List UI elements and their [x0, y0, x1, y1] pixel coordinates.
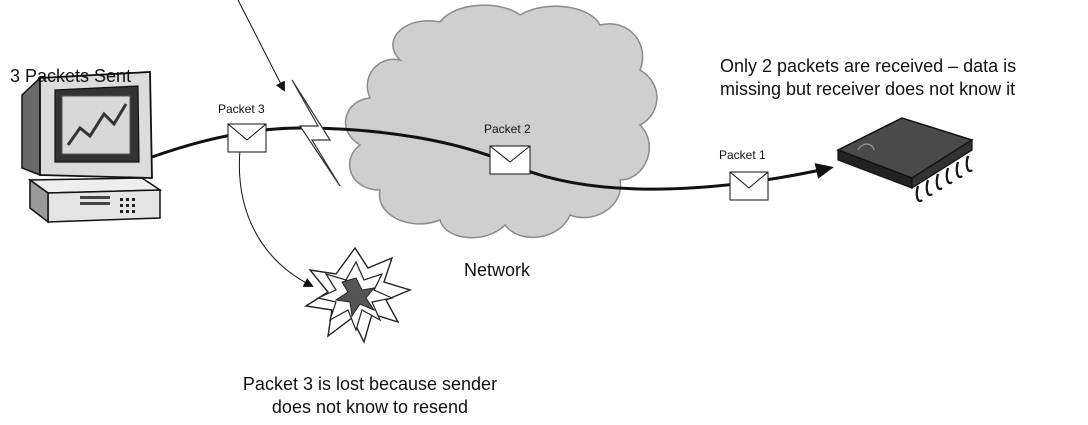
network-cloud-icon: [344, 4, 658, 239]
receiver-label-line2: missing but receiver does not know it: [720, 79, 1016, 99]
computer-icon: [21, 71, 163, 224]
packet-1-label: Packet 1: [719, 148, 766, 162]
packet-1-envelope-icon: [729, 171, 769, 201]
explosion-burst-icon: [304, 246, 413, 344]
network-label: Network: [464, 260, 531, 280]
chip-icon: [836, 117, 974, 203]
packet-2-envelope-icon: [489, 145, 531, 175]
sender-label: 3 Packets Sent: [10, 66, 132, 86]
lost-label-line1: Packet 3 is lost because sender: [242, 374, 498, 394]
packet-3-label: Packet 3: [218, 102, 265, 116]
lost-label-line2: does not know to resend: [271, 397, 469, 417]
lost-packet-arrow: [238, 149, 314, 287]
receiver-label-line1: Only 2 packets are received – data is: [720, 56, 1017, 76]
packet-3-envelope-icon: [227, 123, 267, 153]
pointer-line: [237, 0, 285, 92]
packet-2-label: Packet 2: [484, 122, 531, 136]
lightning-bolt-icon: [291, 79, 341, 187]
